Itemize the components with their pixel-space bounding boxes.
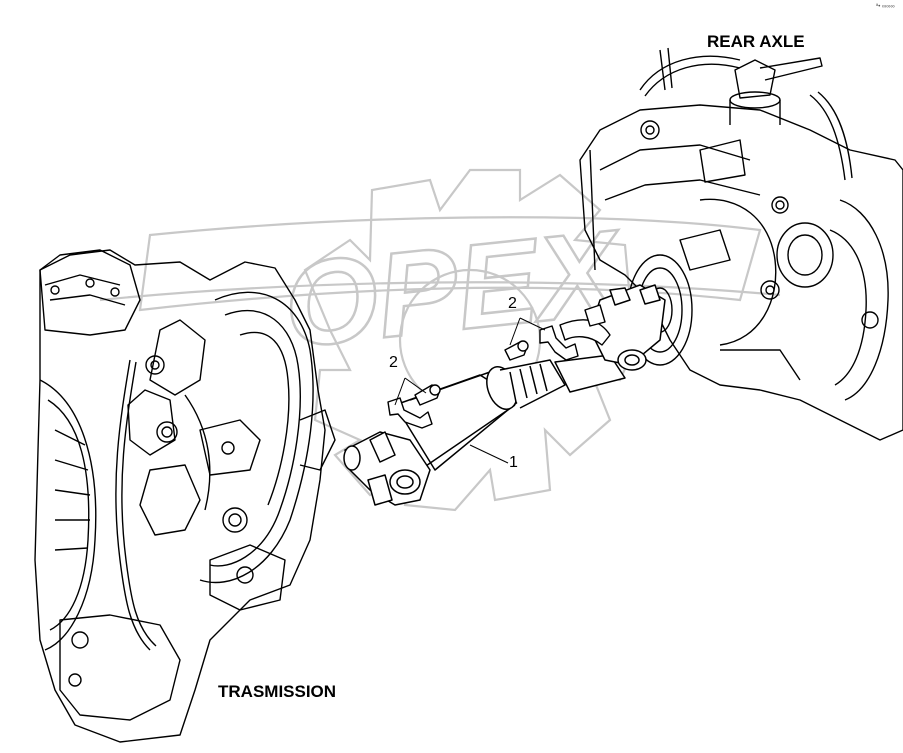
bracket-left [387, 397, 433, 429]
leader-lines [394, 317, 546, 464]
corner-mark: ª• ∞∞∞ [876, 4, 895, 10]
propeller-shaft [343, 284, 666, 506]
rear-axle-label: REAR AXLE [707, 32, 805, 51]
callout-2-left: 2 [389, 354, 398, 371]
watermark-text: OPEX [278, 204, 631, 373]
bracket-right [539, 325, 579, 361]
transmission-housing [34, 249, 336, 743]
shaft-guard-brackets [387, 304, 611, 429]
rear-axle-housing [579, 47, 903, 441]
callout-2-right: 2 [508, 295, 517, 312]
callout-1: 1 [509, 454, 518, 471]
transmission-label: TRASMISSION [218, 682, 337, 701]
watermark-swoosh [138, 216, 762, 312]
